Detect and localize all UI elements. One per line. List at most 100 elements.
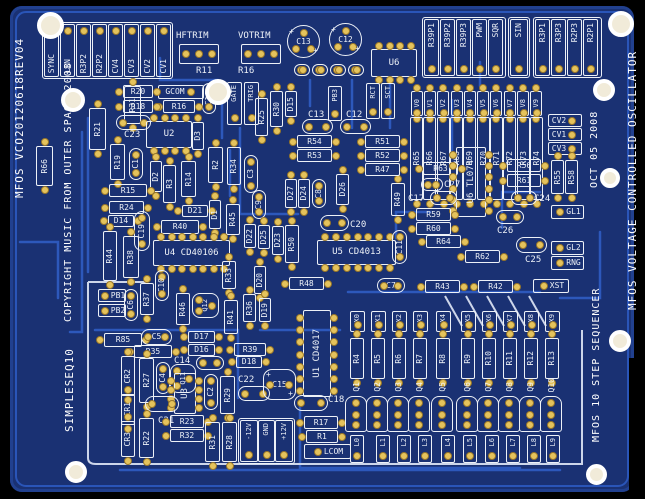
solder-pad xyxy=(466,84,474,92)
component-r2p1: R2P1 xyxy=(583,19,598,76)
solder-pad xyxy=(179,285,187,293)
solder-pad xyxy=(296,338,304,347)
solder-pad xyxy=(247,158,255,166)
solder-pad xyxy=(334,43,342,51)
solder-pad xyxy=(485,151,493,159)
solder-pad xyxy=(171,147,180,155)
component-u5 cd4013: U5 CD4013 xyxy=(317,233,396,272)
solder-pad xyxy=(227,292,235,300)
solder-pad xyxy=(515,65,523,73)
solder-pad xyxy=(159,27,168,35)
component-r7: R7 xyxy=(413,330,427,387)
component-r53: R53 xyxy=(289,149,340,162)
solder-pad xyxy=(539,282,548,290)
solder-pad xyxy=(168,400,176,408)
solder-pad xyxy=(207,50,216,58)
solder-pad xyxy=(439,84,447,92)
solder-pad xyxy=(438,421,446,429)
solder-pad xyxy=(101,186,109,195)
solder-pad xyxy=(124,425,132,433)
solder-pad xyxy=(427,65,436,73)
solder-pad xyxy=(260,217,268,225)
solder-pad xyxy=(394,411,402,419)
solder-pad xyxy=(180,333,188,341)
component-c13: C13 ++ xyxy=(287,25,320,58)
component-r13: R13 xyxy=(545,330,559,387)
solder-pad xyxy=(165,203,174,211)
component-x6: X6 xyxy=(482,311,497,332)
component-r47: R47 xyxy=(357,163,408,176)
solder-pad xyxy=(352,399,360,407)
solder-pad xyxy=(492,200,501,208)
component-sqr: SQR xyxy=(488,19,503,76)
solder-pad xyxy=(407,76,415,84)
solder-pad xyxy=(143,275,151,283)
component-c10: C10 xyxy=(155,270,169,301)
solder-pad xyxy=(485,184,493,193)
solder-pad xyxy=(188,233,197,241)
component-r64: R64 xyxy=(418,235,469,248)
component-c25: C25 xyxy=(525,255,542,265)
solder-pad xyxy=(505,200,514,208)
solder-pad xyxy=(465,200,474,208)
component-r3p1: R3P1 xyxy=(535,19,550,76)
solder-pad xyxy=(296,350,304,359)
solder-pad xyxy=(357,165,365,174)
component-cr3: CR3 xyxy=(121,413,135,465)
component-r3: R3 xyxy=(163,157,176,211)
solder-pad xyxy=(488,452,496,460)
solder-pad xyxy=(162,417,170,426)
solder-pad xyxy=(115,102,123,111)
solder-pad xyxy=(215,346,223,354)
component-oval xyxy=(320,215,349,231)
solder-pad xyxy=(330,338,338,347)
solder-pad xyxy=(570,65,579,73)
solder-pad xyxy=(162,431,170,440)
component-d27: D27 xyxy=(285,171,297,216)
component-oval xyxy=(116,115,151,130)
component-r65: R65 xyxy=(410,109,423,208)
solder-pad xyxy=(220,265,228,273)
solder-pad xyxy=(225,253,233,261)
solder-pad xyxy=(199,265,207,273)
component-q3r xyxy=(477,396,499,432)
solder-pad xyxy=(439,330,447,338)
component-r3p3: R3P3 xyxy=(551,19,566,76)
component-l1: L1 xyxy=(376,435,390,463)
solder-pad xyxy=(360,122,368,131)
solder-pad xyxy=(415,164,423,173)
solder-pad xyxy=(568,116,577,125)
component-d18: D18 xyxy=(228,356,270,368)
component-l0: L0 xyxy=(350,435,364,463)
component-r36: R36 xyxy=(243,286,256,330)
solder-pad xyxy=(324,279,332,288)
solder-pad xyxy=(353,233,362,241)
solder-pad xyxy=(288,217,296,225)
solder-pad xyxy=(96,336,104,344)
solder-pad xyxy=(184,153,193,161)
component-lcom: LCOM xyxy=(304,444,351,459)
silkscreen-text: MFOS VCO20120618REV04 xyxy=(13,37,26,198)
solder-pad xyxy=(211,183,220,191)
component-q3r xyxy=(540,396,562,432)
component-c13: C13 xyxy=(308,110,325,120)
solder-pad xyxy=(484,411,492,419)
solder-pad xyxy=(400,137,408,146)
solder-pad xyxy=(287,208,295,216)
solder-pad xyxy=(335,66,343,74)
solder-pad xyxy=(323,219,331,227)
component-l9: L9 xyxy=(546,435,560,463)
solder-pad xyxy=(385,42,394,50)
component-r39p2: R39P2 xyxy=(440,19,455,76)
solder-pad xyxy=(208,462,217,470)
solder-pad xyxy=(536,241,544,249)
solder-pad xyxy=(185,374,193,383)
solder-pad xyxy=(465,109,474,117)
solder-pad xyxy=(215,333,223,341)
solder-pad xyxy=(143,27,152,35)
solder-pad xyxy=(188,265,197,273)
solder-pad xyxy=(211,192,219,200)
component-r22: R22 xyxy=(139,410,154,466)
solder-pad xyxy=(180,346,188,354)
solder-pad xyxy=(317,399,325,407)
